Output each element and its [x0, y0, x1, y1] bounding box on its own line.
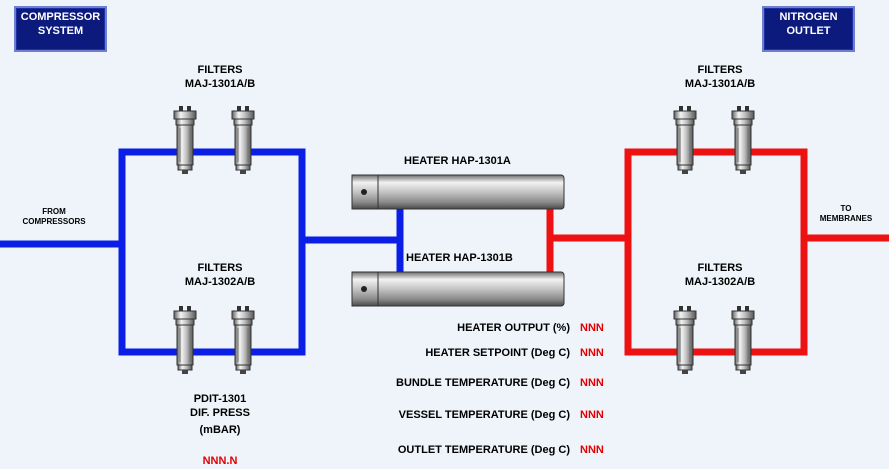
compressor-button-line1: COMPRESSOR — [20, 11, 101, 23]
readout-label-outlet-temperature: OUTLET TEMPERATURE (Deg C) — [397, 444, 570, 456]
readout-value-heater-output[interactable]: NNN — [580, 322, 604, 334]
heater-b-label: HEATER HAP-1301B — [406, 252, 513, 264]
nitrogen-button-line2: OUTLET — [786, 25, 831, 37]
filters-left-bottom-label: FILTERS MAJ-1302A/B — [160, 261, 280, 289]
cold-pipework — [0, 148, 404, 356]
filters-tag: MAJ-1301A/B — [184, 78, 256, 90]
filter-right-bottom-b-icon[interactable] — [731, 305, 755, 375]
readout-value-bundle-temperature[interactable]: NNN — [580, 377, 604, 389]
readout-value-heater-setpoint[interactable]: NNN — [580, 347, 604, 359]
from-compressors-label: FROM COMPRESSORS — [14, 207, 94, 227]
pdit-unit: (mBAR) — [199, 424, 241, 436]
filters-right-bottom-label: FILTERS MAJ-1302A/B — [660, 261, 780, 289]
from-line1: FROM — [42, 207, 66, 216]
filter-right-top-b-icon[interactable] — [731, 105, 755, 175]
compressor-button-line2: SYSTEM — [37, 25, 84, 37]
filters-title: FILTERS — [197, 262, 243, 274]
from-line2: COMPRESSORS — [22, 217, 86, 226]
to-line2: MEMBRANES — [819, 214, 873, 223]
filters-title: FILTERS — [197, 64, 243, 76]
readout-label-vessel-temperature: VESSEL TEMPERATURE (Deg C) — [398, 409, 570, 421]
nitrogen-button-line1: NITROGEN — [779, 11, 838, 23]
filter-left-bottom-a-icon[interactable] — [173, 305, 197, 375]
readout-label-heater-output: HEATER OUTPUT (%) — [457, 322, 570, 334]
pdit-tag: PDIT-1301 — [193, 393, 247, 405]
filters-title: FILTERS — [697, 64, 743, 76]
readout-value-vessel-temperature[interactable]: NNN — [580, 409, 604, 421]
pdit-1301-label: PDIT-1301 DIF. PRESS (mBAR) — [160, 392, 280, 437]
filter-left-top-b-icon[interactable] — [231, 105, 255, 175]
compressor-system-button[interactable]: COMPRESSOR SYSTEM — [14, 6, 107, 52]
filter-left-top-a-icon[interactable] — [173, 105, 197, 175]
readout-label-bundle-temperature: BUNDLE TEMPERATURE (Deg C) — [396, 377, 570, 389]
filters-tag: MAJ-1301A/B — [684, 78, 756, 90]
nitrogen-outlet-button[interactable]: NITROGEN OUTLET — [762, 6, 855, 52]
pdit-value: NNN.N — [202, 455, 238, 467]
filter-right-bottom-a-icon[interactable] — [673, 305, 697, 375]
filter-left-bottom-b-icon[interactable] — [231, 305, 255, 375]
filters-title: FILTERS — [697, 262, 743, 274]
heater-hap-1301b-icon[interactable] — [351, 271, 565, 307]
filters-left-top-label: FILTERS MAJ-1301A/B — [160, 63, 280, 91]
to-membranes-label: TO MEMBRANES — [806, 204, 886, 224]
filter-right-top-a-icon[interactable] — [673, 105, 697, 175]
to-line1: TO — [840, 204, 852, 213]
hot-pipework — [546, 148, 889, 356]
heater-hap-1301a-icon[interactable] — [351, 174, 565, 210]
readout-value-outlet-temperature[interactable]: NNN — [580, 444, 604, 456]
pdit-desc: DIF. PRESS — [190, 407, 250, 419]
readout-label-heater-setpoint: HEATER SETPOINT (Deg C) — [425, 347, 570, 359]
filters-tag: MAJ-1302A/B — [684, 276, 756, 288]
filters-right-top-label: FILTERS MAJ-1301A/B — [660, 63, 780, 91]
filters-tag: MAJ-1302A/B — [184, 276, 256, 288]
heater-a-label: HEATER HAP-1301A — [404, 155, 511, 167]
